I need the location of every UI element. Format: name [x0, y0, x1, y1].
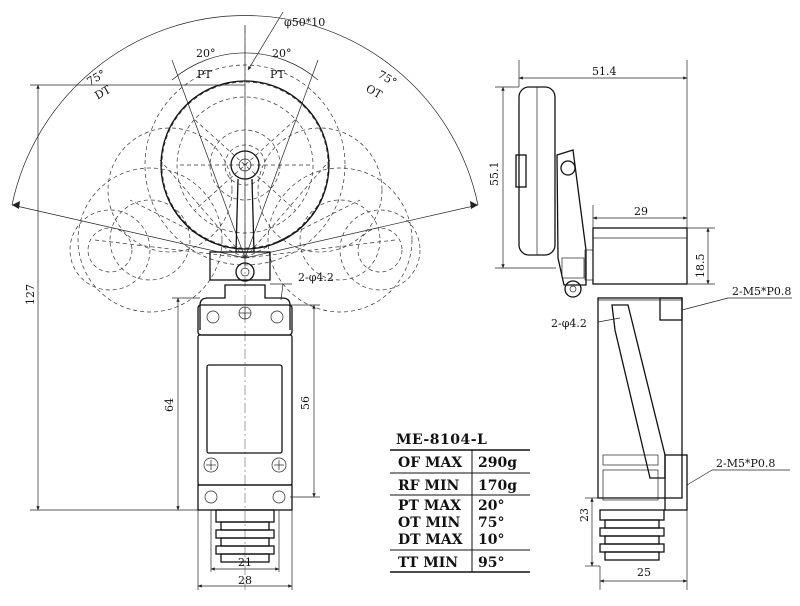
model-number: ME-8104-L	[396, 432, 487, 448]
dim-29: 29	[634, 205, 648, 218]
pt-left-label: PT	[197, 68, 212, 81]
dim-56: 56	[299, 396, 312, 410]
spec-value-ot: 75°	[478, 515, 504, 531]
dim-127: 127	[24, 284, 37, 305]
spec-value-of: 290g	[478, 455, 517, 471]
thread-bottom-label: 2-M5*P0.8	[716, 457, 775, 470]
dim-18-5: 18.5	[694, 254, 707, 279]
spec-label-rf: RF MIN	[398, 478, 459, 494]
spec-value-rf: 170g	[478, 478, 517, 494]
dim-21: 21	[238, 556, 252, 569]
front-view: φ50*10 20° PT 20° PT 75° DT 75° OT 2-φ4.…	[11, 11, 479, 590]
dim-64: 64	[163, 398, 176, 412]
ot-label: OT	[364, 82, 385, 102]
travel-arc	[11, 15, 479, 206]
spec-label-ot: OT MIN	[398, 515, 461, 531]
spec-table: ME-8104-L OF MAX 290g RF MIN 170g PT MAX…	[390, 432, 530, 573]
dim-28: 28	[238, 574, 252, 587]
pt-right-label: PT	[270, 68, 285, 81]
side-hole-label: 2-φ4.2	[551, 317, 587, 330]
spec-label-of: OF MAX	[398, 455, 462, 471]
hole-label: 2-φ4.2	[298, 271, 334, 284]
side-view: 51.4 55.1 29 18.5 2-M5*P0.8 2-φ4.2 2-M5*…	[488, 60, 792, 590]
thread-top-label: 2-M5*P0.8	[732, 285, 791, 298]
spec-label-pt: PT MAX	[398, 498, 461, 514]
pt-right-angle: 20°	[272, 47, 292, 60]
diameter-label: φ50*10	[284, 16, 325, 29]
pt-left-angle: 20°	[196, 47, 216, 60]
dim-23: 23	[578, 508, 591, 522]
dim-25: 25	[637, 566, 651, 579]
spec-value-pt: 20°	[478, 498, 504, 514]
spec-label-dt: DT MAX	[398, 532, 463, 548]
spec-value-tt: 95°	[478, 555, 504, 571]
dim-51-4: 51.4	[592, 65, 617, 78]
dim-55-1: 55.1	[488, 162, 501, 187]
spec-label-tt: TT MIN	[398, 555, 458, 571]
ot-angle: 75°	[376, 68, 399, 89]
spec-value-dt: 10°	[478, 532, 504, 548]
